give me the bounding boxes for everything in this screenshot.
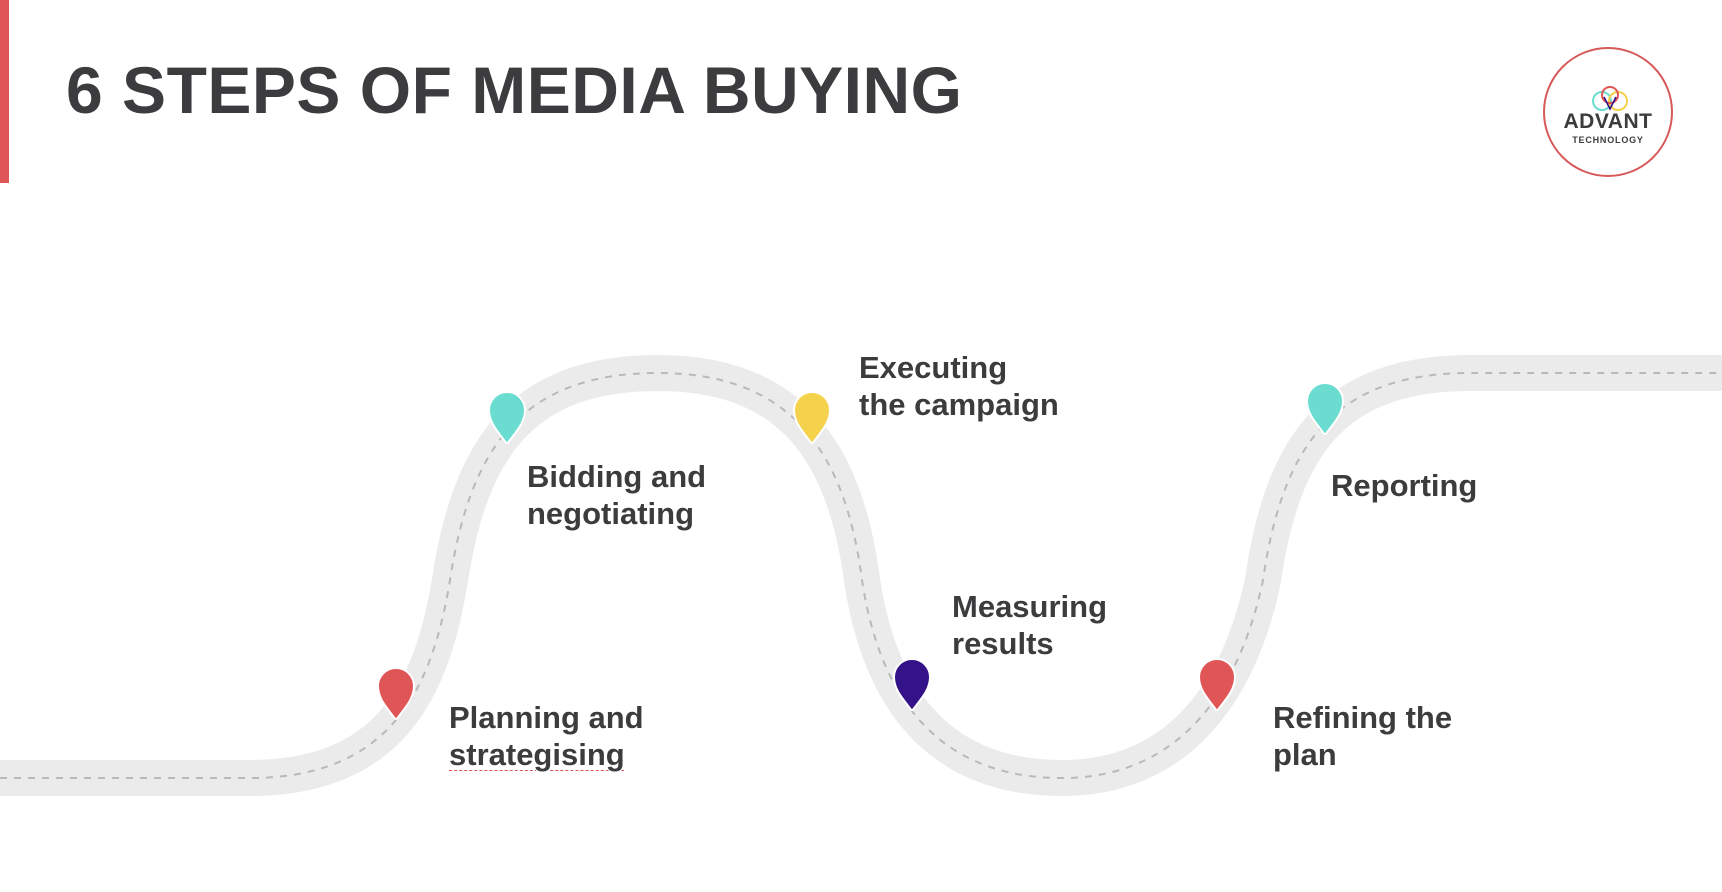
- step-1-line-2: strategising: [449, 737, 625, 772]
- road-surface: [0, 355, 1722, 796]
- step-2-label: Bidding and negotiating: [527, 458, 706, 532]
- step-4-line-1: Measuring: [952, 589, 1108, 624]
- logo-rings-icon: [1592, 86, 1628, 111]
- step-6-line-1: Reporting: [1331, 468, 1478, 503]
- logo-tagline: TECHNOLOGY: [1572, 135, 1644, 145]
- step-5-label: Refining the plan: [1273, 699, 1452, 773]
- step-2-pin-icon: [487, 391, 527, 444]
- step-4-label: Measuring results: [952, 588, 1107, 662]
- step-3-line-1: Executing: [859, 350, 1008, 385]
- step-6-pin-icon: [1305, 382, 1345, 435]
- step-1-line-1: Planning and: [449, 700, 644, 735]
- step-3-label: Executing the campaign: [859, 349, 1059, 423]
- accent-bar: [0, 0, 9, 183]
- step-3-line-2: the campaign: [859, 387, 1059, 422]
- step-3-pin-icon: [792, 391, 832, 444]
- step-5-pin-icon: [1197, 658, 1237, 711]
- road-centerline: [0, 371, 1722, 780]
- page-title: 6 STEPS OF MEDIA BUYING: [66, 53, 963, 127]
- step-1-pin-icon: [376, 667, 416, 720]
- step-5-line-2: plan: [1273, 737, 1337, 772]
- step-4-line-2: results: [952, 626, 1054, 661]
- step-6-label: Reporting: [1331, 467, 1477, 504]
- step-2-line-2: negotiating: [527, 496, 695, 531]
- logo-wordmark: ADVANT: [1563, 110, 1653, 133]
- step-4-pin-icon: [892, 658, 932, 711]
- step-1-label: Planning and strategising: [449, 699, 644, 773]
- step-2-line-1: Bidding and: [527, 459, 707, 494]
- advant-logo: ADVANT TECHNOLOGY: [1543, 47, 1673, 177]
- step-5-line-1: Refining the: [1273, 700, 1453, 735]
